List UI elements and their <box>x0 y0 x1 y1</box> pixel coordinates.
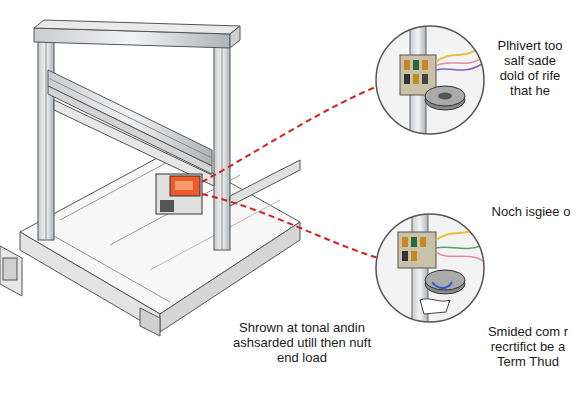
detail-circle <box>376 205 484 335</box>
callout-leader <box>202 86 378 258</box>
note-text: Smided com r recrtifict be a Term Thud <box>482 324 574 369</box>
detail-circle <box>376 20 484 150</box>
note-text: Plhivert too salf sade dold of rife that… <box>490 38 570 98</box>
note-text: Noch isgiee o <box>488 204 574 219</box>
machine-frame <box>0 20 300 336</box>
tool-head <box>156 174 202 214</box>
note-text: Shrown at tonal andin ashsarded utill th… <box>222 320 382 365</box>
